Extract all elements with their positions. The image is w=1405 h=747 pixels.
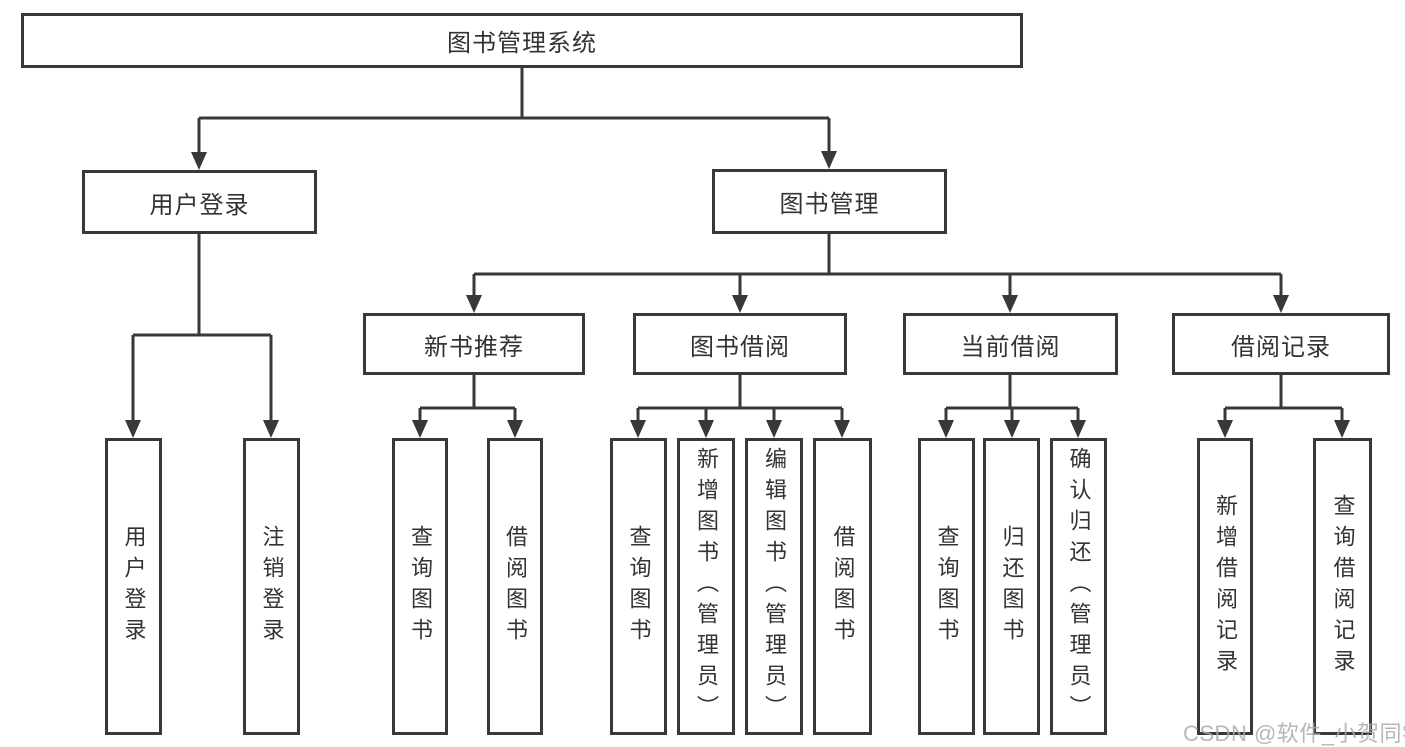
leaf-confirm-return-admin-label: 确认归还（管理员） bbox=[1066, 447, 1092, 726]
leaf-edit-book-admin: 编辑图书（管理员） bbox=[745, 438, 803, 735]
leaf-user-login: 用户登录 bbox=[105, 438, 162, 735]
leaf-borrow-books-rec-label: 借阅图书 bbox=[503, 524, 528, 649]
leaf-query-books-current: 查询图书 bbox=[918, 438, 975, 735]
connector-root-to-level2 bbox=[197, 68, 831, 153]
node-book-borrow: 图书借阅 bbox=[633, 313, 847, 375]
node-book-borrow-label: 图书借阅 bbox=[690, 333, 790, 361]
leaf-query-books-rec: 查询图书 bbox=[392, 438, 448, 735]
node-new-book-rec: 新书推荐 bbox=[363, 313, 585, 375]
connector-current-borrow-children bbox=[944, 375, 1080, 421]
arrowheads bbox=[125, 151, 1350, 438]
node-book-mgmt-label: 图书管理 bbox=[779, 191, 880, 218]
node-current-borrow: 当前借阅 bbox=[903, 313, 1118, 375]
leaf-return-book: 归还图书 bbox=[983, 438, 1040, 735]
node-user-login-label: 用户登录 bbox=[149, 191, 250, 219]
leaf-query-books-current-label: 查询图书 bbox=[934, 524, 960, 649]
node-book-mgmt: 图书管理 bbox=[712, 169, 947, 234]
leaf-borrow-books-label: 借阅图书 bbox=[830, 524, 856, 649]
leaf-confirm-return-admin: 确认归还（管理员） bbox=[1050, 438, 1107, 735]
leaf-return-book-label: 归还图书 bbox=[999, 524, 1025, 649]
node-root-label: 图书管理系统 bbox=[447, 30, 597, 57]
leaf-query-books-rec-label: 查询图书 bbox=[408, 524, 433, 649]
leaf-borrow-books-rec: 借阅图书 bbox=[487, 438, 543, 735]
csdn-watermark: CSDN @软件_小贺同学 bbox=[1183, 721, 1405, 746]
leaf-logout: 注销登录 bbox=[243, 438, 300, 735]
node-borrow-record-label: 借阅记录 bbox=[1231, 333, 1331, 361]
connector-book-borrow-children bbox=[636, 375, 844, 421]
leaf-add-book-admin: 新增图书（管理员） bbox=[677, 438, 735, 735]
leaf-user-login-label: 用户登录 bbox=[121, 524, 147, 649]
node-borrow-record: 借阅记录 bbox=[1172, 313, 1390, 375]
leaf-query-books-borrow: 查询图书 bbox=[610, 438, 667, 735]
leaf-query-borrow-record: 查询借阅记录 bbox=[1313, 438, 1372, 735]
leaf-query-borrow-record-label: 查询借阅记录 bbox=[1330, 493, 1356, 680]
leaf-add-borrow-record-label: 新增借阅记录 bbox=[1213, 493, 1238, 680]
leaf-edit-book-admin-label: 编辑图书（管理员） bbox=[762, 447, 787, 726]
node-root: 图书管理系统 bbox=[21, 13, 1023, 68]
leaf-add-borrow-record: 新增借阅记录 bbox=[1197, 438, 1253, 735]
leaf-logout-label: 注销登录 bbox=[259, 524, 285, 649]
connector-user-login-children bbox=[131, 234, 273, 421]
leaf-query-books-borrow-label: 查询图书 bbox=[626, 524, 652, 649]
connector-book-mgmt-children bbox=[472, 234, 1283, 296]
leaf-add-book-admin-label: 新增图书（管理员） bbox=[694, 447, 719, 726]
node-current-borrow-label: 当前借阅 bbox=[960, 333, 1061, 361]
node-user-login: 用户登录 bbox=[82, 170, 317, 234]
connector-borrow-record-children bbox=[1223, 375, 1344, 421]
node-new-book-rec-label: 新书推荐 bbox=[424, 333, 524, 361]
leaf-borrow-books: 借阅图书 bbox=[813, 438, 872, 735]
connector-new-book-rec-children bbox=[418, 375, 517, 421]
